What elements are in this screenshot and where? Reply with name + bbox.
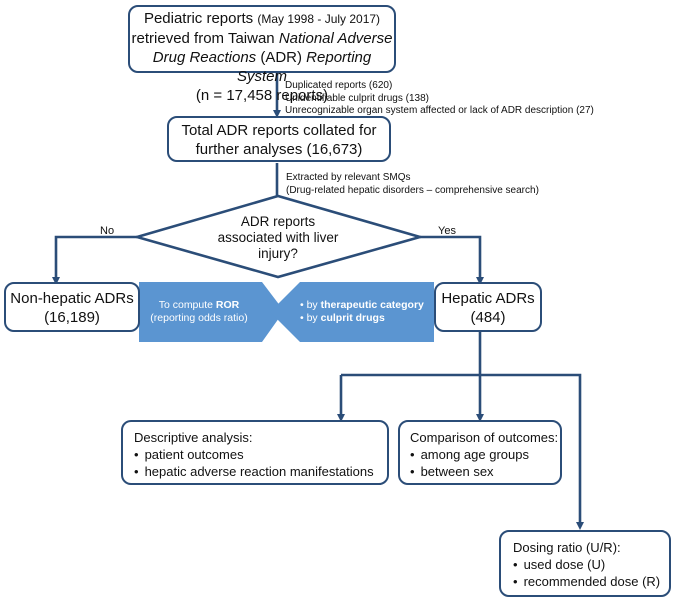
comparison-item: between sex bbox=[410, 463, 560, 480]
extraction-line-2: (Drug-related hepatic disorders – compre… bbox=[286, 184, 539, 196]
non-hepatic-box: Non-hepatic ADRs (16,189) bbox=[4, 282, 140, 332]
hepatic-box: Hepatic ADRs (484) bbox=[434, 282, 542, 332]
hepatic-label: Hepatic ADRs bbox=[441, 290, 535, 307]
comparison-box: Comparison of outcomes: among age groups… bbox=[398, 420, 562, 485]
source-abbrev: (ADR) bbox=[256, 49, 307, 66]
source-title: Pediatric reports bbox=[143, 10, 254, 27]
ror-arrow bbox=[139, 282, 284, 342]
source-reports-box: Pediatric reports (May 1998 - July 2017)… bbox=[128, 5, 396, 104]
descriptive-title: Descriptive analysis: bbox=[134, 430, 253, 445]
arrow-to-dosing bbox=[480, 373, 584, 530]
category-arrow bbox=[270, 282, 434, 342]
decision-line-1: ADR reports bbox=[240, 214, 316, 229]
dosing-item: used dose (U) bbox=[513, 556, 669, 573]
decision-diamond bbox=[132, 194, 425, 279]
arrow-decision-yes bbox=[420, 235, 484, 285]
ror-text-abbrev: ROR bbox=[215, 299, 240, 311]
category-arrow-text: • by therapeutic category • by culprit d… bbox=[300, 299, 432, 325]
by-prefix-1: • by bbox=[300, 299, 321, 311]
dosing-title: Dosing ratio (U/R): bbox=[513, 540, 621, 555]
ror-arrow-text: To compute ROR (reporting odds ratio) bbox=[144, 299, 254, 325]
source-period: (May 1998 - July 2017) bbox=[257, 12, 381, 26]
dosing-ratio-box: Dosing ratio (U/R): used dose (U) recomm… bbox=[499, 530, 671, 597]
ror-text-prefix: To compute bbox=[158, 299, 216, 311]
exclusion-duplicated: Duplicated reports (620) bbox=[285, 80, 393, 91]
by-prefix-2: • by bbox=[300, 312, 321, 324]
extraction-note: Extracted by relevant SMQs (Drug-related… bbox=[286, 172, 539, 197]
exclusion-unrecognizable: Unrecognizable organ system affected or … bbox=[285, 105, 594, 116]
hepatic-count: (484) bbox=[470, 309, 506, 326]
source-system-name-2: Drug Reactions bbox=[152, 49, 257, 66]
source-system-name-1: National Adverse bbox=[278, 30, 393, 47]
collated-reports-box: Total ADR reports collated for further a… bbox=[167, 116, 391, 162]
non-hepatic-label: Non-hepatic ADRs bbox=[10, 290, 134, 307]
decision-line-2: associated with liver bbox=[217, 230, 339, 245]
source-system-name-3: Reporting System bbox=[236, 49, 372, 85]
arrow-decision-no bbox=[52, 235, 137, 285]
non-hepatic-count: (16,189) bbox=[44, 309, 100, 326]
extraction-line-1: Extracted by relevant SMQs bbox=[286, 172, 411, 183]
dosing-item: recommended dose (R) bbox=[513, 573, 669, 590]
comparison-title: Comparison of outcomes: bbox=[410, 430, 559, 445]
ror-text-full: (reporting odds ratio) bbox=[150, 312, 248, 324]
descriptive-item: patient outcomes bbox=[134, 446, 387, 463]
source-count: (n = 17,458 reports) bbox=[195, 87, 329, 104]
yes-label: Yes bbox=[438, 225, 456, 237]
exclusion-unidentifiable: Unidentifiable culprit drugs (138) bbox=[285, 92, 429, 104]
descriptive-item: hepatic adverse reaction manifestations bbox=[134, 463, 387, 480]
exclusion-notes: Duplicated reports (620) Unidentifiable … bbox=[285, 80, 594, 118]
decision-question: ADR reports associated with liver injury… bbox=[208, 214, 348, 262]
no-label: No bbox=[100, 225, 115, 237]
by-culprit-drugs: culprit drugs bbox=[320, 312, 385, 324]
collated-line-2: further analyses (16,673) bbox=[195, 141, 363, 158]
source-retrieved: retrieved from Taiwan bbox=[131, 30, 279, 47]
decision-line-3: injury? bbox=[258, 246, 298, 261]
descriptive-analysis-box: Descriptive analysis: patient outcomes h… bbox=[121, 420, 389, 485]
comparison-item: among age groups bbox=[410, 446, 560, 463]
collated-line-1: Total ADR reports collated for bbox=[181, 122, 377, 139]
by-therapeutic-category: therapeutic category bbox=[320, 299, 424, 311]
